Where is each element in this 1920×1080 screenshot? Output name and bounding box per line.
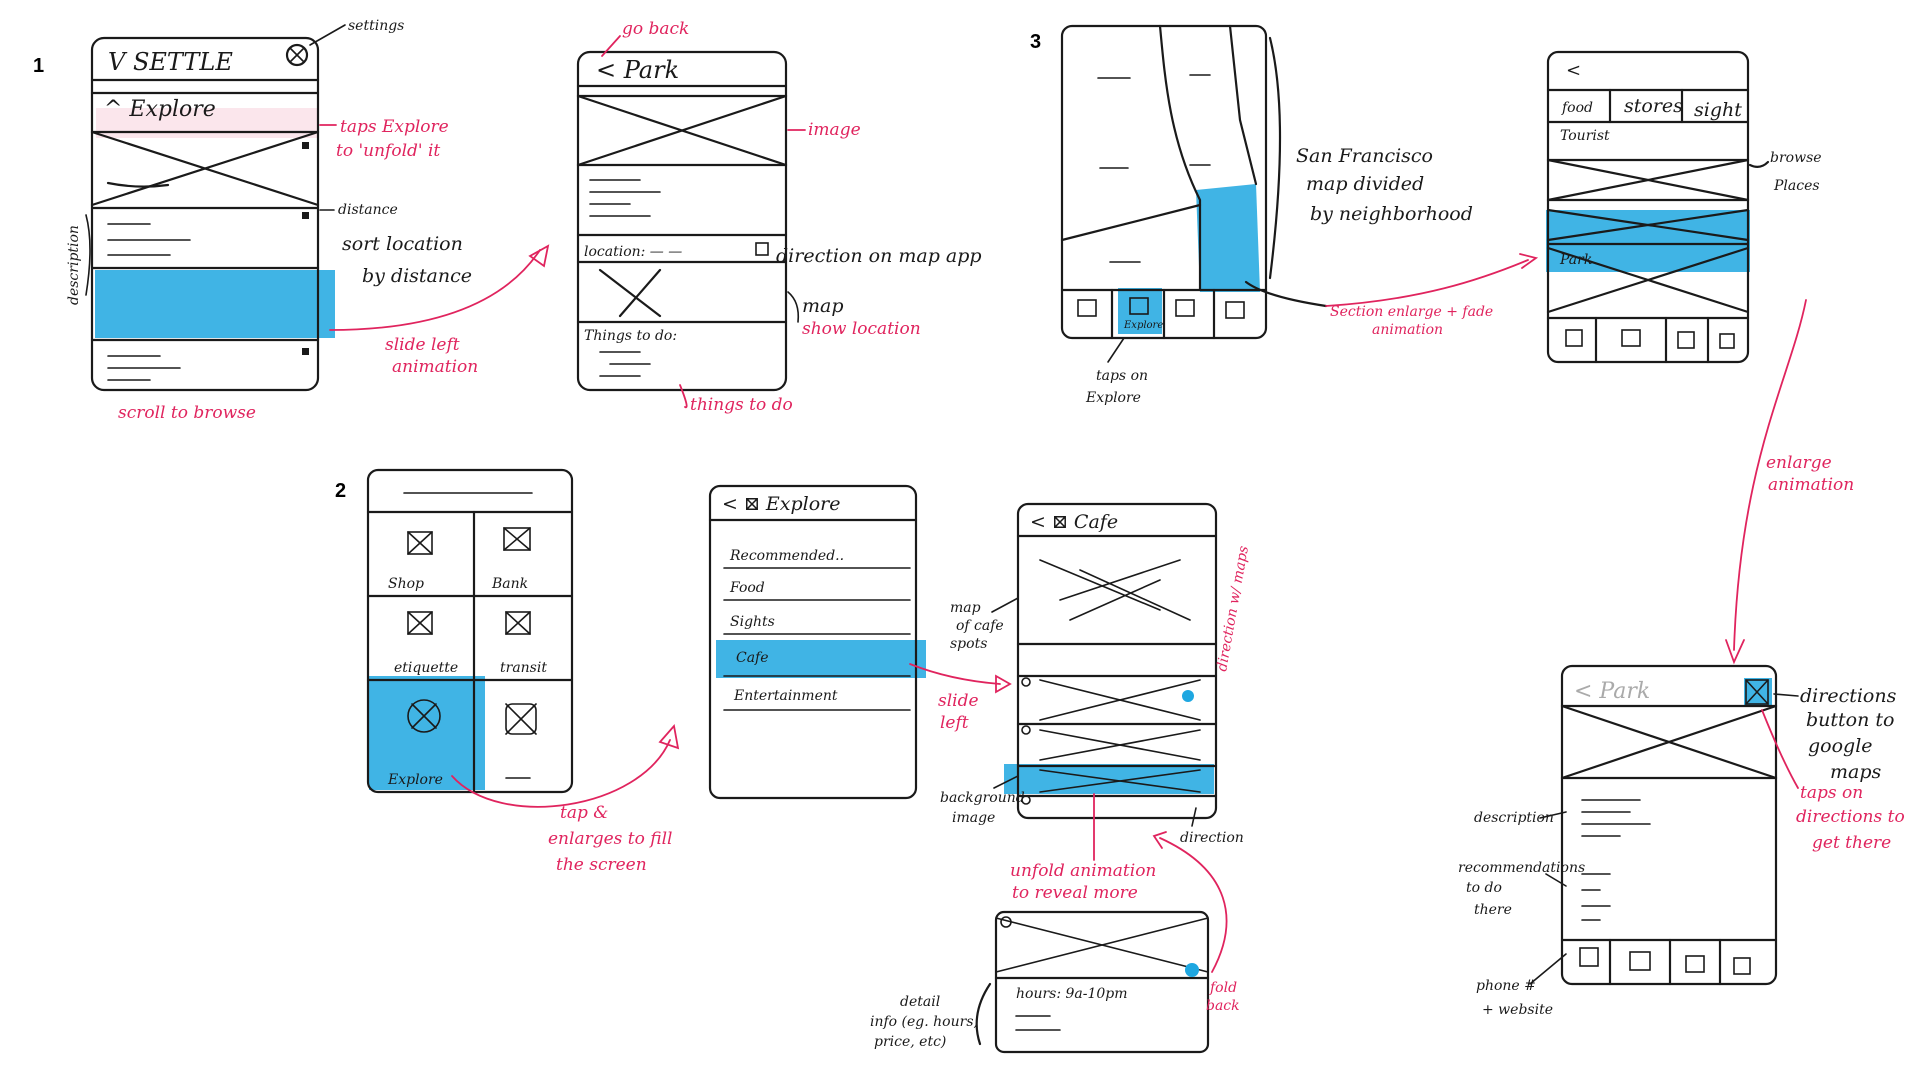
annot-detail-3: price, etc) (874, 1034, 946, 1050)
explore-item-sights: Sights (730, 614, 775, 630)
grid-bank: Bank (491, 576, 528, 592)
browse-tab-food: food (1561, 100, 1593, 116)
annot-bg-1: background (940, 790, 1025, 806)
annot-sort-1: sort location (342, 233, 463, 255)
annot-detail-2: info (eg. hours, (870, 1014, 978, 1030)
browse-highlight: Park (1559, 252, 1592, 268)
cafe-title: < ⊠ Cafe (1030, 511, 1118, 533)
annot-taps-explore: Explore (1085, 390, 1141, 406)
annot-rec-1: recommendations (1458, 860, 1585, 876)
screen-explore-list: < ⊠ Explore Recommended.. Food Sights Ca… (708, 484, 1012, 800)
annot-tap-enlarge-3: the screen (556, 855, 647, 875)
annot-browse-2: Places (1773, 178, 1820, 194)
annot-bg-2: image (952, 810, 995, 826)
annot-fold-1: fold (1209, 980, 1237, 996)
annot-enlarge-fade-1: Section enlarge + fade (1330, 304, 1493, 320)
park-location: location: — — (584, 244, 682, 260)
annot-fold-2: back (1206, 998, 1240, 1014)
annot-tap-dir-2: directions to (1796, 807, 1905, 827)
annot-map-1: map (950, 600, 981, 616)
annot-sf-3: by neighborhood (1310, 203, 1473, 225)
annot-sort-2: by distance (362, 265, 472, 287)
annot-slide: slide (938, 691, 979, 711)
annot-taps-on: taps on (1096, 368, 1148, 384)
screen-cafe-list: < ⊠ Cafe map of cafe spots direction w/ … (940, 502, 1252, 903)
browse-tab-stores: stores (1624, 95, 1683, 117)
annot-rec-3: there (1474, 902, 1512, 918)
screen-sf-map: Explore San Francisco map divided by nei… (1060, 24, 1539, 406)
grid-shop: Shop (388, 576, 424, 592)
annot-direction-map: direction on map app (776, 245, 982, 267)
explore-item-recommended: Recommended.. (729, 548, 844, 564)
annot-tap-enlarge-1: tap & (560, 803, 608, 823)
annot-map: map (802, 295, 844, 317)
annot-distance: distance (338, 202, 398, 218)
annot-taps-explore: taps Explore (340, 117, 449, 137)
screen1-title: V SETTLE (108, 48, 233, 76)
park-things: Things to do: (584, 328, 677, 344)
explore-item-cafe: Cafe (736, 650, 769, 666)
annot-slide-left: slide left (385, 335, 460, 355)
annot-slide-anim: animation (392, 357, 478, 377)
annot-direction-maps: direction w/ maps (1214, 545, 1252, 673)
annot-map-3: spots (950, 636, 987, 652)
browse-tab-sight: sight (1694, 99, 1742, 121)
annot-dir-4: maps (1830, 761, 1882, 783)
annot-unfold-1: unfold animation (1010, 861, 1156, 881)
annot-tap-dir-1: taps on (1800, 783, 1863, 803)
screen-browse-places: < food stores sight Tourist Park browse … (1546, 50, 1854, 665)
detail-hours: hours: 9a-10pm (1016, 986, 1128, 1002)
section-number-1: 1 (33, 55, 44, 77)
annot-phone-1: phone # (1476, 978, 1536, 994)
annot-enlarge-2: animation (1768, 475, 1854, 495)
annot-phone-2: + website (1482, 1002, 1553, 1018)
park2-title: < Park (1574, 679, 1650, 704)
annot-map-2: of cafe (956, 618, 1004, 634)
grid-explore: Explore (387, 772, 443, 788)
annot-left: left (940, 713, 969, 733)
screen1-explore-header: ^ Explore (104, 97, 216, 122)
screen-park-detail: < Park location: — — Things to do: go ba… (576, 19, 982, 415)
grid-transit: transit (500, 660, 547, 676)
explore-item-entertainment: Entertainment (733, 688, 838, 704)
annot-sf-1: San Francisco (1296, 145, 1433, 167)
annot-settings: settings (348, 18, 404, 34)
grid-etiquette: etiquette (394, 660, 458, 676)
annot-go-back: go back (622, 19, 689, 39)
annot-dir-3: google (1808, 735, 1873, 757)
screen-category-grid: Shop Bank etiquette transit Explore tap … (366, 468, 680, 875)
annot-unfold-2: to reveal more (1012, 883, 1138, 903)
annot-enlarge-1: enlarge (1766, 453, 1832, 473)
explore-list-title: < ⊠ Explore (722, 493, 841, 515)
annot-browse-1: browse (1770, 150, 1822, 166)
browse-back: < (1566, 60, 1581, 81)
annot-things-to-do: things to do (690, 395, 793, 415)
annot-to-unfold: to 'unfold' it (336, 141, 440, 161)
annot-direction: direction (1180, 830, 1244, 846)
annot-dir-1: directions (1800, 685, 1897, 707)
annot-description-1: description (66, 225, 82, 305)
screen-1-settle-home: V SETTLE ^ Explore settings taps Explore… (66, 18, 550, 423)
map-explore-tab: Explore (1123, 320, 1163, 331)
section-number-3: 3 (1030, 31, 1041, 53)
explore-item-food: Food (729, 580, 765, 596)
section-number-2: 2 (335, 480, 346, 502)
annot-scroll-browse: scroll to browse (118, 403, 256, 423)
annot-enlarge-fade-2: animation (1372, 322, 1443, 338)
annot-rec-2: to do (1466, 880, 1502, 896)
annot-show-location: show location (802, 319, 921, 339)
annot-description-2: description (1474, 810, 1554, 826)
screen-park-directions: < Park directions button to google maps … (1458, 664, 1905, 1018)
screen-detail-info: hours: 9a-10pm detail info (eg. hours, p… (870, 831, 1240, 1054)
annot-detail-1: detail (900, 994, 940, 1010)
annot-tap-enlarge-2: enlarges to fill (548, 829, 672, 849)
browse-list-title: Tourist (1560, 128, 1610, 144)
annot-tap-dir-3: get there (1812, 833, 1891, 853)
park-title: < Park (596, 56, 679, 84)
annot-dir-2: button to (1806, 709, 1894, 731)
annot-sf-2: map divided (1306, 173, 1424, 195)
annot-image: image (808, 120, 861, 140)
